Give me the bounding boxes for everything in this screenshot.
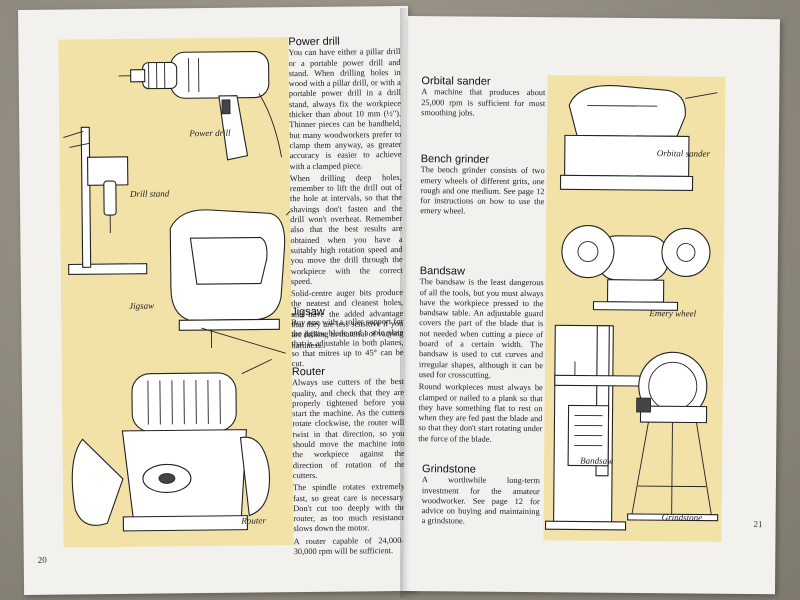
section-jigsaw: Jigsaw Buy one with a roller support for… [291, 306, 404, 372]
grindstone-illustration [627, 351, 719, 522]
paragraph: Always use cutters of the best quality, … [291, 377, 405, 481]
right-illustrations [544, 85, 719, 531]
paragraph: The spindle rotates extremely fast, so g… [292, 482, 406, 534]
heading-bench-grinder: Bench grinder [420, 153, 490, 166]
right-page: Orbital sander Emery wheel Bandsaw Grind… [402, 16, 780, 595]
paragraph: Buy one with a roller support for the ji… [291, 317, 404, 369]
paragraph: You can have either a pillar drill or a … [288, 47, 402, 171]
section-router: Router Always use cutters of the best qu… [292, 366, 406, 560]
heading-router: Router [291, 365, 325, 379]
caption-emery-wheel: Emery wheel [649, 308, 697, 319]
bandsaw-illustration [544, 324, 648, 531]
heading-power-drill: Power drill [288, 35, 340, 49]
drill-stand-illustration [63, 126, 148, 276]
heading-jigsaw: Jigsaw [291, 305, 325, 319]
caption-jigsaw: Jigsaw [129, 300, 155, 311]
section-bench-grinder: Bench grinder The bench grinder consists… [420, 153, 545, 220]
jigsaw-illustration [169, 204, 297, 354]
emery-wheel-illustration [561, 225, 711, 311]
power-drill-illustration [118, 50, 282, 161]
caption-bandsaw: Bandsaw [580, 455, 614, 466]
right-illustration-panel: Orbital sander Emery wheel Bandsaw Grind… [543, 75, 726, 542]
paragraph: A machine that produces about 25,000 rpm… [421, 87, 546, 118]
caption-power-drill: Power drill [189, 127, 231, 139]
heading-orbital-sander: Orbital sander [421, 75, 491, 88]
left-illustration-panel: Power drill Drill stand Jigsaw Router [58, 37, 297, 548]
heading-bandsaw: Bandsaw [419, 265, 466, 278]
page-number: 20 [37, 554, 47, 565]
router-illustration [71, 358, 272, 532]
caption-grindstone: Grindstone [661, 512, 703, 523]
left-page: Power drill Drill stand Jigsaw Router Po… [18, 5, 415, 595]
heading-grindstone: Grindstone [421, 463, 476, 476]
paragraph: A worthwhile long-term investment for th… [421, 475, 540, 526]
section-orbital-sander: Orbital sander A machine that produces a… [421, 75, 546, 121]
paragraph: When drilling deep holes, remember to li… [289, 172, 403, 286]
paragraph: Round workpieces must always be clamped … [418, 382, 543, 444]
page-number: 21 [753, 519, 763, 530]
section-grindstone: Grindstone A worthwhile long-term invest… [421, 463, 541, 530]
paragraph: The bench grinder consists of two emery … [420, 165, 545, 216]
left-illustrations [63, 50, 297, 532]
section-bandsaw: Bandsaw The bandsaw is the least dangero… [418, 265, 544, 447]
caption-orbital-sander: Orbital sander [656, 148, 711, 159]
orbital-sander-illustration [559, 85, 718, 192]
caption-router: Router [241, 515, 266, 526]
paragraph: A router capable of 24,000–30,000 rpm wi… [293, 535, 406, 557]
paragraph: The bandsaw is the least dangerous of al… [418, 277, 544, 380]
caption-drill-stand: Drill stand [129, 188, 170, 199]
book-spine [400, 8, 416, 598]
